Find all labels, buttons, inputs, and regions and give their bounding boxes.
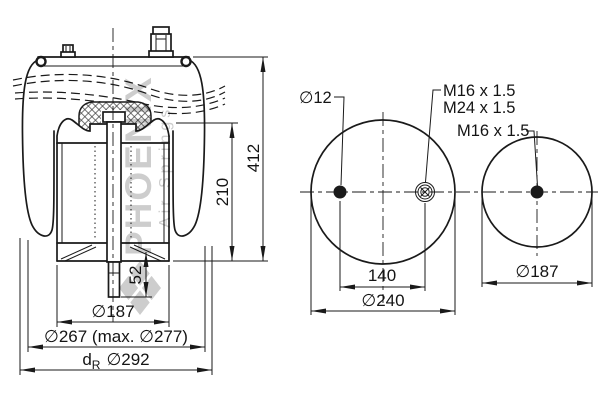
stud-leader-line (526, 130, 538, 187)
air-fitting-stud (148, 26, 174, 58)
hole-diameter-label: ∅12 (299, 89, 332, 107)
watermark-brand-text: PHOENIX (118, 75, 159, 256)
dim-label-piston-height: 210 (213, 178, 232, 206)
dim-label-hole-spacing: 140 (368, 266, 396, 285)
watermark-logo (119, 261, 161, 315)
bellows (21, 59, 206, 237)
fitting-thread-label-1: M16 x 1.5 (443, 82, 515, 100)
dim-label-total-height: 412 (244, 144, 263, 172)
side-view: 412 210 52 ∅187 ∅267 (max. ∅277) dR∅292 (12, 26, 268, 375)
bead-plate-callouts: ∅12 M16 x 1.5 M24 x 1.5 (299, 82, 515, 186)
watermark-tagline-text: Air Springs (157, 106, 174, 228)
dim-label-rim-diameter: dR∅292 (82, 350, 149, 372)
top-view-bead-plate: 140 ∅240 ∅12 M16 x 1.5 M24 x 1.5 (299, 82, 515, 315)
fitting-thread-label-2: M24 x 1.5 (443, 99, 515, 117)
piston-rod (102, 111, 126, 298)
piston-view-dimensions: ∅187 (481, 198, 593, 287)
piston (56, 111, 170, 298)
top-plate (35, 55, 192, 68)
piston-view-callouts: M16 x 1.5 (457, 122, 538, 187)
membrane-wave-lines (12, 73, 226, 115)
hole-leader-line (334, 96, 345, 186)
top-view-piston: ∅187 M16 x 1.5 (457, 122, 593, 287)
dim-label-piston-view-diameter: ∅187 (515, 262, 558, 281)
dim-label-plate-diameter: ∅240 (361, 291, 404, 310)
bead-plate-dimensions: 140 ∅240 (310, 198, 456, 315)
fitting-leader-line (425, 89, 441, 183)
bead-left (35, 55, 47, 68)
dim-label-rolling-diameter: ∅267 (max. ∅277) (44, 327, 188, 346)
bead-right (180, 55, 192, 68)
piston-stud-label: M16 x 1.5 (457, 122, 529, 140)
mounting-stud (60, 44, 76, 58)
dim-label-piston-diameter: ∅187 (91, 302, 134, 321)
watermark: PHOENIX Air Springs (118, 75, 174, 315)
side-view-dimensions: 412 210 52 ∅187 ∅267 (max. ∅277) dR∅292 (19, 56, 268, 375)
